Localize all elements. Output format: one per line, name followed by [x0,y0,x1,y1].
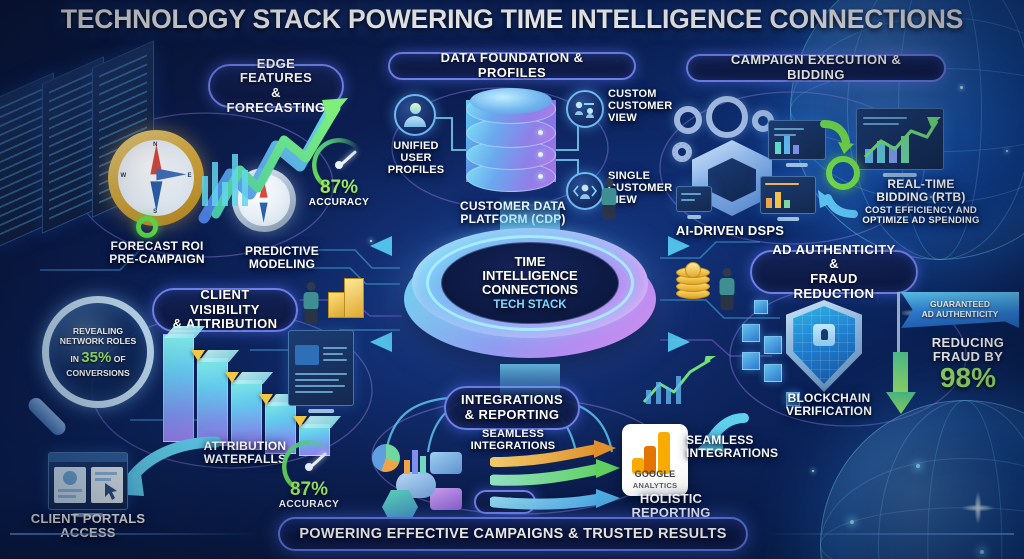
waterfall-arrow [293,416,307,427]
section-pill-data-foundation[interactable]: DATA FOUNDATION & PROFILES [388,51,636,80]
custom-customer-view-icon [566,90,604,128]
label-blockchain-verification: BLOCKCHAIN VERIFICATION [785,391,873,419]
ga-line2: ANALYTICS [632,481,678,490]
stat-accuracy-bottom: 87% ACCURACY [266,480,352,510]
gear-icon-large [706,96,748,138]
blockchain-cube [764,364,782,382]
shield-lock-icon [786,300,862,392]
bottom-banner-text: POWERING EFFECTIVE CAMPAIGNS & TRUSTED R… [299,526,727,542]
globe-bottom-right [820,400,1024,559]
blockchain-cube [742,324,760,342]
bar-chart-icon-small [404,444,430,474]
unified-user-profiles-icon [394,94,436,136]
blockchain-cube [754,300,768,314]
magnifier-text: REVEALING NETWORK ROLES IN 35% OF CONVER… [60,326,136,379]
report-panel-icon [288,330,354,406]
banner-line-right [764,533,1014,535]
plug-icon-blue [430,452,462,474]
stat-accuracy-bottom-caption: ACCURACY [278,498,340,510]
gold-coins-icon [676,262,712,306]
customer-data-platform-icon [466,86,556,196]
gear-icon-tiny [672,142,692,162]
hub-title: TIME INTELLIGENCE CONNECTIONS [481,253,579,298]
page-title-text: TECHNOLOGY STACK POWERING TIME INTELLIGE… [60,4,964,34]
monitor-rtb-icon [856,108,944,170]
arrow-down-green [820,120,854,154]
group-users-glyph [575,101,594,118]
green-ring-icon [136,216,158,238]
magnifier-text-in: IN [70,353,82,364]
label-client-portals-access: CLIENT PORTALS ACCESS [30,511,146,539]
compass-large-icon: N S W E [108,130,204,226]
tablet-icon [676,186,712,212]
google-analytics-logo: GOOGLE ANALYTICS [622,424,688,496]
banner-line-left [10,533,260,535]
uptrend-line [863,117,941,159]
client-portal-icon [48,452,128,510]
stat-fraud-value: 98% [939,362,997,394]
waterfall-arrow [191,350,205,361]
person-with-coins-icon [716,268,738,312]
cursor-icon [105,483,117,500]
label-predictive-modeling: PREDICTIVE MODELING [244,244,319,272]
central-hub: TIME INTELLIGENCE CONNECTIONS TECH STACK [404,196,656,398]
plug-icon-purple [430,488,462,510]
gold-box-icon [344,278,364,318]
person-with-boxes-icon [300,282,322,326]
page-title: TECHNOLOGY STACK POWERING TIME INTELLIGE… [0,4,1024,35]
ga-line1: GOOGLE [634,469,676,479]
blockchain-cube [764,336,782,354]
label-seamless-integrations-right: SEAMLESS INTEGRATIONS [686,433,779,461]
guaranteed-authenticity-ribbon: GUARANTEED AD AUTHENTICITY [901,292,1019,328]
blockchain-cube [742,352,760,370]
hub-subtitle: TECH STACK [493,299,567,312]
stat-accuracy-top-caption: ACCURACY [308,196,370,208]
single-user-glyph [573,184,597,199]
mini-uptrend-chart [642,356,716,404]
stat-accuracy-top: 87% ACCURACY [296,178,382,208]
label-forecast-roi: FORECAST ROI PRE-CAMPAIGN [109,239,205,267]
magnifier-icon: REVEALING NETWORK ROLES IN 35% OF CONVER… [25,296,154,439]
stat-fraud-reduction: REDUCING FRAUD BY 98% [916,336,1020,393]
waterfall-arrow [259,394,273,405]
pie-chart-icon [372,444,400,472]
label-ai-driven-dsps: AI-DRIVEN DSPS [675,223,785,238]
stat-accuracy-top-value: 87% [319,177,359,198]
sparkle-icon [955,485,1001,531]
bottom-banner: POWERING EFFECTIVE CAMPAIGNS & TRUSTED R… [278,517,748,551]
magnifier-stat-value: 35% [81,348,112,366]
monitor-chart-icon-2 [760,176,816,214]
label-rtb-subtext: COST EFFICIENCY AND OPTIMIZE AD SPENDING [862,205,980,227]
stat-fraud-caption: REDUCING FRAUD BY [931,335,1005,364]
waterfall-arrow [225,372,239,383]
person-with-laptop-icon [598,178,620,222]
magnifier-text-of: OF [111,353,126,364]
magnifier-text-pre: REVEALING NETWORK ROLES [59,325,137,347]
label-unified-user-profiles: UNIFIED USER PROFILES [387,140,445,177]
label-real-time-bidding: REAL-TIME BIDDING (RTB) [876,177,966,205]
stat-accuracy-bottom-value: 87% [289,479,329,500]
magnifier-text-post: CONVERSIONS [66,367,130,378]
section-pill-ad-authenticity[interactable]: AD AUTHENTICITY & FRAUD REDUCTION [750,242,918,300]
ribbon-text: GUARANTEED AD AUTHENTICITY [921,299,999,319]
gear-icon-medium [674,106,702,134]
section-pill-campaign-execution[interactable]: CAMPAIGN EXECUTION & BIDDING [686,53,946,82]
